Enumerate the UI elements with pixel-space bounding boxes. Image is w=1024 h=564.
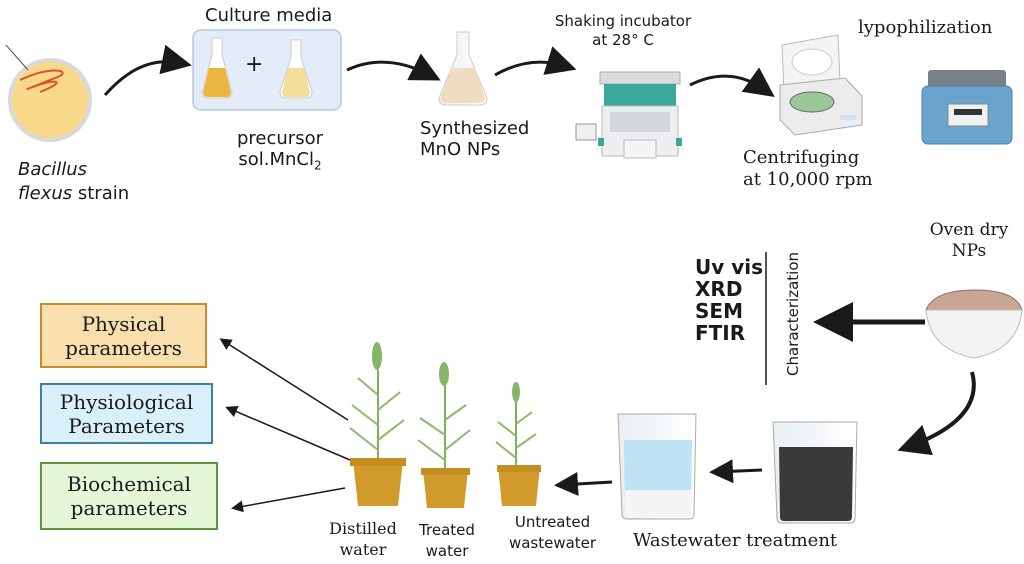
box-line1: Physiological (59, 389, 194, 414)
plant-pot-icon (495, 382, 541, 506)
centrifuging-line2: at 10,000 rpm (743, 169, 873, 190)
box-line2: Parameters (68, 413, 185, 438)
shaking-incubator-label: Shaking incubator at 28° C (553, 12, 693, 50)
culture-media-title: Culture media (205, 5, 333, 26)
box-line2: parameters (65, 335, 182, 360)
bacillus-genus: Bacillus (18, 159, 88, 180)
precursor-subscript: 2 (313, 158, 322, 173)
method-ftir: FTIR (695, 321, 746, 345)
lyophilizer-icon (921, 70, 1013, 145)
flask-icon (279, 39, 313, 99)
plant-label-line2: wastewater (508, 534, 597, 552)
oven-dry-line1: Oven dry (929, 220, 1009, 240)
precursor-line2: sol.MnCl (238, 149, 314, 170)
arrow-petri-to-culture (103, 44, 192, 96)
characterization-label: Characterization (784, 251, 802, 377)
plant-label-line2: water (425, 542, 469, 560)
wastewater-treatment-label: Wastewater treatment (633, 530, 838, 551)
plus-sign: + (245, 52, 264, 77)
plant-pot-icon (349, 342, 406, 506)
flask-icon (438, 31, 488, 106)
oven-dry-label: Oven dry NPs (915, 220, 1023, 262)
centrifuging-label: Centrifuging at 10,000 rpm (743, 147, 873, 191)
centrifuge-icon (779, 34, 863, 136)
box-line1: Physical (81, 311, 166, 336)
synthesized-line1: Synthesized (420, 118, 530, 139)
plant-label-distilled: Distilled water (318, 518, 408, 560)
box-line1: Biochemical (67, 472, 191, 496)
bacillus-species: flexus (18, 183, 73, 204)
plant-label-line1: Distilled (329, 519, 397, 538)
centrifuging-line1: Centrifuging (743, 147, 860, 168)
incubator-line1: Shaking incubator (554, 12, 692, 30)
flask-icon (201, 37, 233, 99)
plant-label-untreated: Untreated wastewater (495, 512, 610, 554)
beaker-clear-icon (617, 413, 697, 520)
method-xrd: XRD (695, 277, 743, 301)
oven-dry-line2: NPs (951, 241, 987, 261)
synthesized-label: Synthesized MnO NPs (420, 118, 529, 160)
box-line2: parameters (70, 496, 188, 520)
method-uv-vis: Uv vis (695, 255, 764, 279)
synthesized-line2: MnO NPs (420, 139, 501, 160)
plant-label-treated: Treated water (412, 520, 482, 562)
bacillus-label: Bacillus flexus strain (18, 158, 129, 206)
plant-label-line2: water (339, 540, 387, 559)
bacillus-strain: strain (72, 183, 130, 204)
precursor-label: precursor sol.MnCl2 (225, 128, 335, 177)
plant-label-line1: Treated (419, 521, 475, 539)
petri-dish-icon (5, 44, 92, 142)
characterization-methods: Uv vis XRD SEM FTIR (695, 256, 763, 344)
bowl-icon (925, 289, 1023, 359)
method-sem: SEM (695, 299, 743, 323)
beaker-dark-icon (772, 421, 858, 524)
plant-pot-icon (417, 362, 471, 508)
incubator-line2: at 28° C (592, 31, 654, 49)
shaking-incubator-icon (575, 71, 682, 159)
precursor-line1: precursor (236, 128, 323, 149)
plant-label-line1: Untreated (514, 513, 591, 531)
lyophilization-label: lypophilization (858, 17, 993, 38)
